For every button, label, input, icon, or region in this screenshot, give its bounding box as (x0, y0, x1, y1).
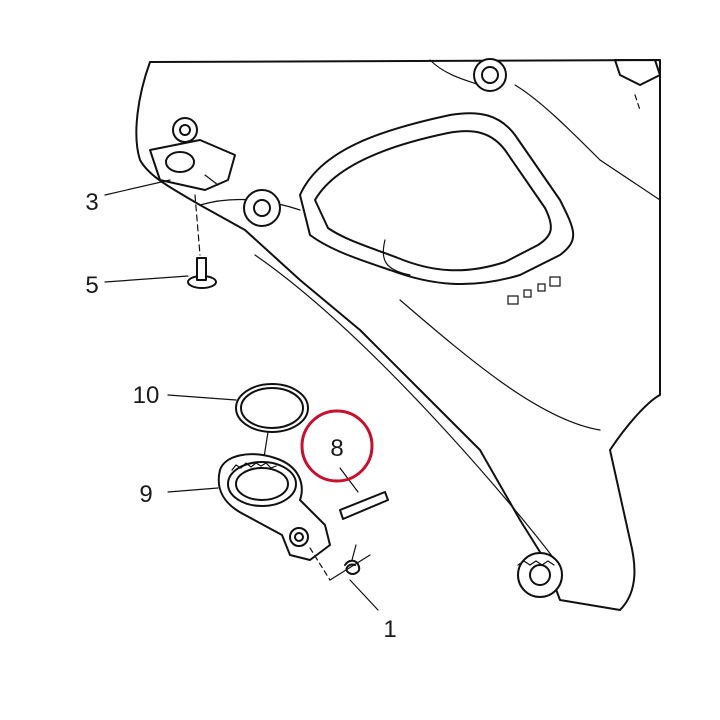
leader-lines (104, 179, 379, 611)
callout-8: 8 (330, 435, 343, 462)
callout-1: 1 (383, 616, 396, 643)
part-9-mount (217, 431, 371, 581)
part-1-spring (344, 544, 361, 575)
part-10-o-ring (235, 383, 309, 433)
part-3-bracket (149, 117, 236, 191)
callout-10: 10 (133, 382, 160, 409)
fairing-panel (135, 59, 661, 611)
grommet-bottom (517, 552, 563, 598)
grommet-mid (243, 189, 281, 227)
part-5-screw (187, 194, 217, 289)
callout-3: 3 (85, 189, 98, 216)
callout-5: 5 (85, 272, 98, 299)
highlight-ring (300, 409, 374, 483)
callout-9: 9 (139, 481, 152, 508)
part-8-pin (339, 491, 389, 520)
grommet-top (473, 58, 507, 92)
